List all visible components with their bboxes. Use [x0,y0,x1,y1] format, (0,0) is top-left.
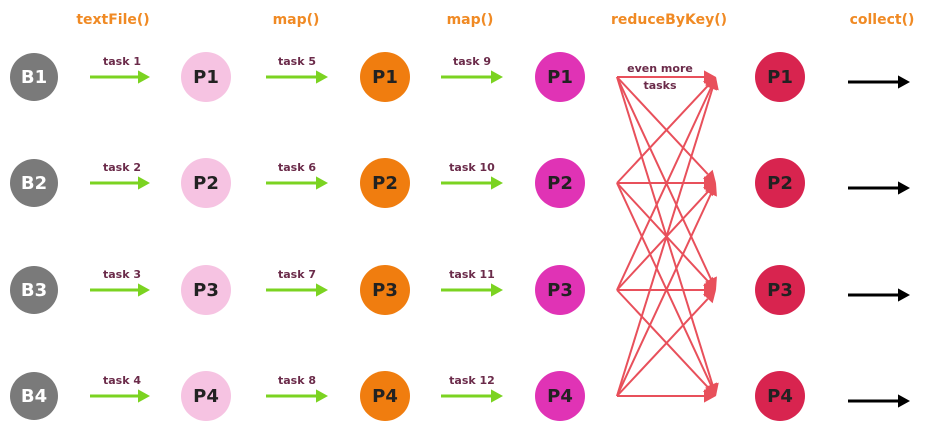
node-col2-p2: P2 [181,158,231,208]
task-arrow-task-1 [90,70,150,84]
shuffle-arrow-4-to-1 [616,77,719,397]
node-col3-p4: P4 [360,371,410,421]
stage-header-map-2: map() [446,12,494,28]
node-col5-p1: P1 [755,52,805,102]
task-label-task-3: task 3 [102,268,142,281]
task-arrow-task-8 [266,389,328,403]
shuffle-label-line-2: tasks [643,79,677,92]
node-col3-p2: P2 [360,158,410,208]
task-arrow-task-12 [441,389,503,403]
stage-header-collect: collect() [849,12,915,28]
node-col1-b3: B3 [10,266,58,314]
task-label-task-8: task 8 [277,374,317,387]
shuffle-arrow-4-to-3 [616,290,716,397]
collect-arrow-1 [848,75,910,89]
task-label-task-10: task 10 [449,161,495,174]
collect-arrow-2 [848,181,910,195]
shuffle-label-line-1: even more [627,62,693,75]
shuffle-label: even more tasks [627,62,693,92]
node-col4-p1: P1 [535,52,585,102]
task-label-task-11: task 11 [449,268,495,281]
stage-header-map-1: map() [272,12,320,28]
shuffle-arrow-4-to-2 [616,183,717,397]
node-col4-p2: P2 [535,158,585,208]
task-label-task-9: task 9 [452,55,492,68]
task-arrow-task-5 [266,70,328,84]
collect-arrow-4 [848,394,910,408]
node-col3-p3: P3 [360,265,410,315]
task-arrow-task-3 [90,283,150,297]
node-col2-p4: P4 [181,371,231,421]
node-col1-b2: B2 [10,159,58,207]
stage-header-textfile: textFile() [76,12,150,28]
task-label-task-12: task 12 [449,374,495,387]
task-label-task-7: task 7 [277,268,317,281]
task-arrow-task-4 [90,389,150,403]
node-col5-p3: P3 [755,265,805,315]
task-arrow-task-10 [441,176,503,190]
node-col4-p3: P3 [535,265,585,315]
node-col4-p4: P4 [535,371,585,421]
task-label-task-6: task 6 [277,161,317,174]
node-col2-p3: P3 [181,265,231,315]
stage-header-reducebykey: reduceByKey() [611,12,727,28]
task-label-task-2: task 2 [102,161,142,174]
task-arrow-task-11 [441,283,503,297]
node-col1-b4: B4 [10,372,58,420]
node-col5-p2: P2 [755,158,805,208]
node-col1-b1: B1 [10,53,58,101]
task-label-task-4: task 4 [102,374,142,387]
node-col2-p1: P1 [181,52,231,102]
task-arrow-task-7 [266,283,328,297]
task-label-task-5: task 5 [277,55,317,68]
node-col5-p4: P4 [755,371,805,421]
collect-arrow-3 [848,288,910,302]
task-arrow-task-6 [266,176,328,190]
task-arrow-task-2 [90,176,150,190]
task-label-task-1: task 1 [102,55,142,68]
task-arrow-task-9 [441,70,503,84]
node-col3-p1: P1 [360,52,410,102]
shuffle-arrow-4-to-4 [617,389,716,403]
